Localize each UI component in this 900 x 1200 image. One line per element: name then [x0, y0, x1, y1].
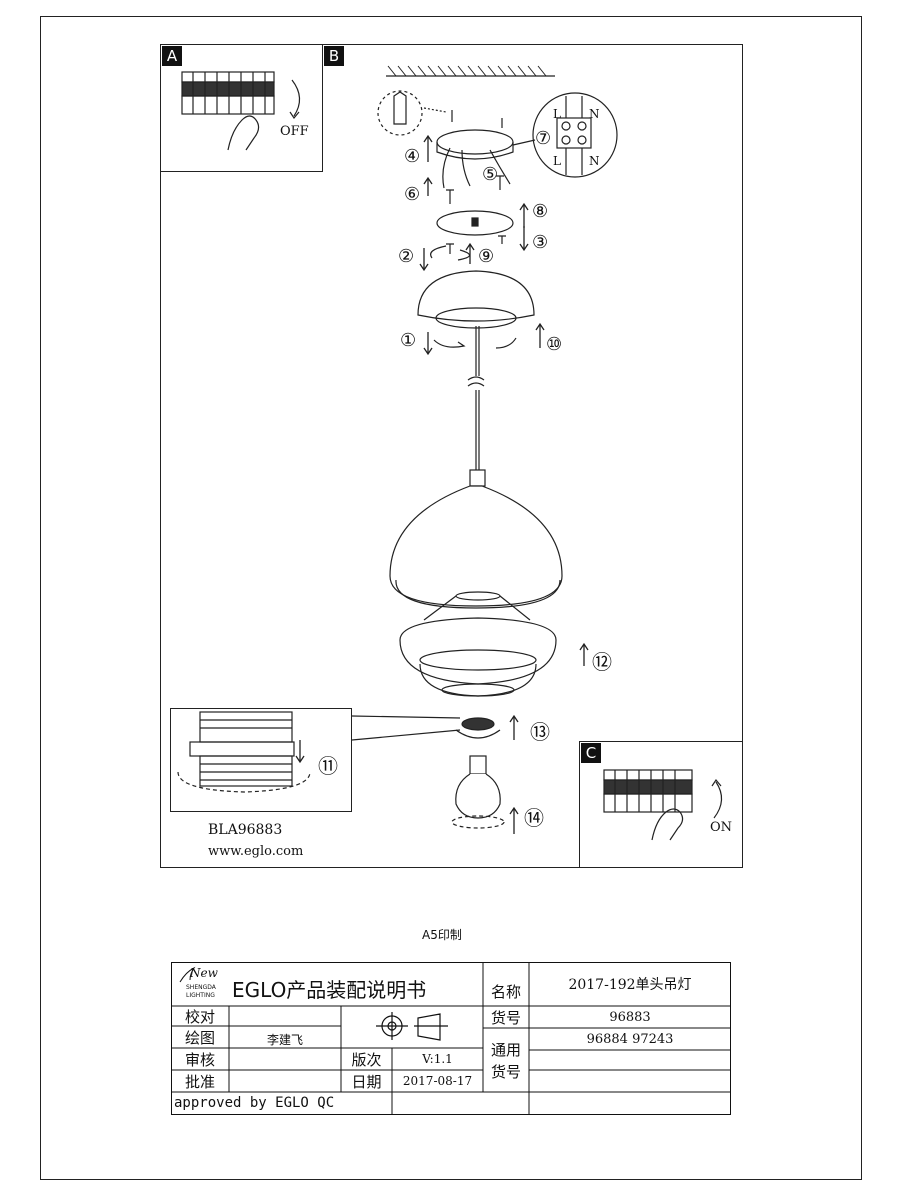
pendant-shade-icon — [389, 485, 563, 607]
step-8: ⑧ — [532, 201, 549, 222]
live-label-top: L — [553, 107, 561, 121]
panel-c-tag: C — [581, 743, 601, 763]
step-13: ⑬ — [530, 720, 550, 744]
approve-label: 批准 — [184, 1072, 215, 1091]
on-label: ON — [710, 820, 733, 835]
name-label: 名称 — [490, 982, 521, 1001]
version-value: V:1.1 — [422, 1052, 453, 1066]
name-value: 2017-192单头吊灯 — [568, 977, 692, 993]
breaker-panel-off-icon — [181, 71, 301, 151]
off-label: OFF — [280, 124, 309, 139]
step-5: ⑤ — [482, 164, 499, 185]
panel-socket-detail — [170, 708, 352, 812]
page-border — [40, 16, 862, 1180]
drawing-frame — [160, 44, 743, 868]
drawing-label: 绘图 — [184, 1028, 215, 1047]
step-12: ⑫ — [592, 650, 612, 674]
ceiling-hatch-icon — [386, 65, 555, 77]
version-label: 版次 — [351, 1050, 382, 1069]
projection-symbol-icon — [376, 1012, 448, 1041]
logo-word: New — [190, 966, 218, 980]
item-no-label: 货号 — [490, 1008, 521, 1027]
step-7: ⑦ — [535, 128, 552, 149]
print-size: A5印制 — [422, 928, 462, 942]
panel-b-tag: B — [324, 46, 344, 66]
logo-icon — [179, 966, 196, 983]
logo-sub1: SHENGDA — [186, 984, 216, 991]
website: www.eglo.com — [208, 844, 304, 859]
generic-label-2: 货号 — [490, 1062, 521, 1081]
step-11: ⑪ — [318, 754, 338, 778]
panel-c — [579, 741, 743, 868]
step-10: ⑩ — [546, 334, 563, 355]
product-code: BLA96883 — [208, 822, 283, 838]
step-14: ⑭ — [524, 806, 544, 830]
title-block — [171, 962, 731, 1115]
generic-label-1: 通用 — [490, 1040, 521, 1059]
step-3: ③ — [532, 232, 549, 253]
breaker-panel-on-icon — [603, 769, 723, 841]
terminal-detail-icon — [532, 92, 618, 178]
neutral-label-bottom: N — [589, 154, 600, 168]
live-label-bottom: L — [553, 154, 561, 168]
drawer-name: 李建飞 — [266, 1032, 303, 1047]
item-no-value: 96883 — [609, 1009, 651, 1025]
socket-ring-icon — [461, 717, 495, 731]
date-value: 2017-08-17 — [402, 1074, 473, 1088]
anchor-detail-icon — [377, 90, 423, 136]
panel-a-tag: A — [162, 46, 182, 66]
socket-thread-icon — [177, 711, 311, 793]
step-6: ⑥ — [404, 184, 421, 205]
date-label: 日期 — [351, 1072, 382, 1091]
step-9: ⑨ — [478, 246, 495, 267]
approved-note: approved by EGLO QC — [174, 1095, 335, 1111]
light-bulb-icon — [451, 755, 505, 829]
logo-sub2: LIGHTING — [186, 992, 215, 999]
step-2: ② — [398, 246, 415, 267]
step-1: ① — [400, 330, 417, 351]
assembly-illustration: L N L N — [177, 65, 723, 841]
neutral-label-top: N — [589, 107, 600, 121]
generic-items-value: 96884 97243 — [586, 1031, 674, 1047]
panel-a — [160, 44, 323, 172]
step-4: ④ — [404, 146, 421, 167]
doc-title: EGLO产品装配说明书 — [232, 978, 427, 1002]
proof-label: 校对 — [184, 1007, 215, 1026]
review-label: 审核 — [184, 1050, 215, 1069]
